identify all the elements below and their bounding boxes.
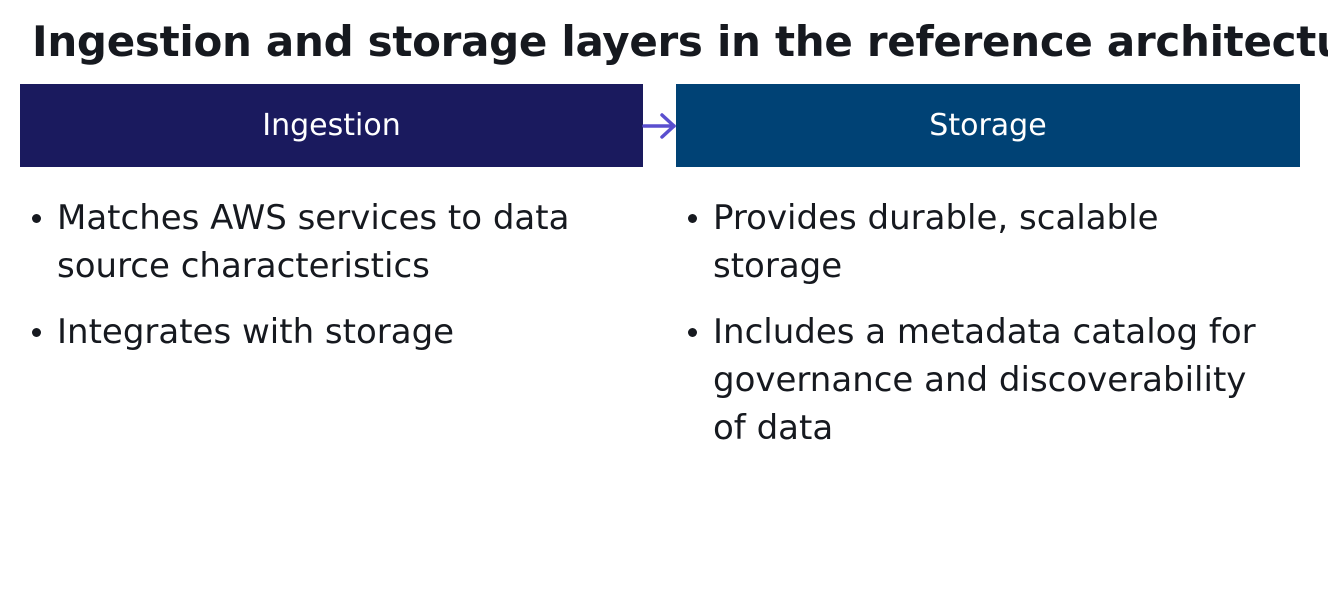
ingestion-bullet-list: Matches AWS services to data source char…	[30, 194, 630, 374]
storage-layer-label: Storage	[929, 107, 1047, 143]
bullet-item: Integrates with storage	[30, 308, 630, 356]
storage-bullet-list: Provides durable, scalable storage Inclu…	[686, 194, 1286, 470]
slide-title: Ingestion and storage layers in the refe…	[32, 17, 1328, 66]
arrow-right-icon	[642, 113, 676, 139]
bullet-text: Provides durable, scalable storage	[713, 198, 1159, 286]
bullet-dot-icon	[688, 214, 697, 223]
ingestion-layer-label: Ingestion	[262, 107, 401, 143]
bullet-item: Matches AWS services to data source char…	[30, 194, 630, 290]
storage-layer-header: Storage	[676, 84, 1300, 167]
bullet-item: Includes a metadata catalog for governan…	[686, 308, 1286, 452]
bullet-item: Provides durable, scalable storage	[686, 194, 1286, 290]
ingestion-layer-header: Ingestion	[20, 84, 643, 167]
bullet-dot-icon	[688, 328, 697, 337]
bullet-dot-icon	[32, 328, 41, 337]
bullet-dot-icon	[32, 214, 41, 223]
bullet-text: Integrates with storage	[57, 312, 455, 352]
bullet-text: Includes a metadata catalog for governan…	[713, 312, 1256, 448]
bullet-text: Matches AWS services to data source char…	[57, 198, 570, 286]
